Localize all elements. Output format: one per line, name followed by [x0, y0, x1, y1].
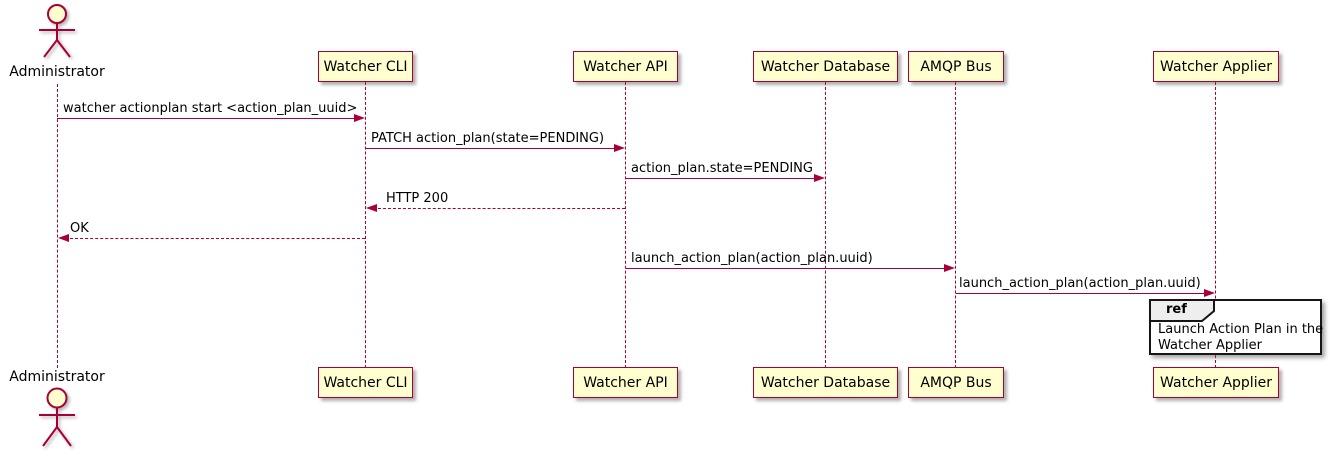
ref-fragment: ref Launch Action Plan in the Watcher Ap… [1149, 299, 1324, 355]
message-label: launch_action_plan(action_plan.uuid) [959, 276, 1201, 291]
actor-label-bottom: Administrator [9, 369, 105, 385]
arrowhead-right-icon [614, 144, 625, 152]
arrowhead-left-icon [58, 234, 69, 242]
arrowhead-right-icon [1204, 289, 1215, 297]
lifeline-administrator [57, 84, 58, 368]
ref-keyword: ref [1166, 302, 1187, 317]
participant-watcher-database-bottom: Watcher Database [753, 367, 898, 398]
participant-amqp-bus-top: AMQP Bus [908, 51, 1004, 82]
ref-text-line: Watcher Applier [1158, 338, 1262, 353]
participant-label: Watcher CLI [323, 374, 408, 391]
participant-watcher-database-top: Watcher Database [753, 51, 898, 82]
arrowhead-right-icon [354, 114, 365, 122]
participant-watcher-cli-top: Watcher CLI [318, 51, 413, 82]
message-line [626, 178, 814, 179]
participant-watcher-applier-top: Watcher Applier [1153, 51, 1279, 82]
participant-watcher-applier-bottom: Watcher Applier [1153, 367, 1279, 398]
ref-header-pentagon-icon [1150, 300, 1215, 322]
participant-label: AMQP Bus [920, 58, 992, 75]
participant-label: AMQP Bus [920, 374, 992, 391]
participant-watcher-api-top: Watcher API [573, 51, 678, 82]
participant-label: Watcher Applier [1160, 58, 1272, 75]
message-label: watcher actionplan start <action_plan_uu… [63, 101, 358, 116]
ref-text-line: Launch Action Plan in the [1158, 322, 1324, 337]
message-label: launch_action_plan(action_plan.uuid) [631, 251, 873, 266]
message-line [70, 238, 365, 239]
lifeline-watcher-api [625, 82, 626, 368]
message-label: PATCH action_plan(state=PENDING) [371, 131, 605, 146]
message-label: HTTP 200 [386, 191, 449, 206]
actor-icon [39, 4, 75, 58]
message-line [626, 268, 944, 269]
actor-icon [39, 387, 75, 447]
lifeline-amqp-bus [955, 82, 956, 368]
participant-watcher-cli-bottom: Watcher CLI [318, 367, 413, 398]
message-line [57, 118, 354, 119]
participant-label: Watcher Database [760, 374, 891, 391]
participant-watcher-api-bottom: Watcher API [573, 367, 678, 398]
arrowhead-right-icon [944, 264, 955, 272]
participant-label: Watcher API [583, 374, 668, 391]
message-line [366, 148, 614, 149]
message-line [956, 293, 1204, 294]
lifeline-watcher-database [825, 82, 826, 368]
message-line [378, 208, 625, 209]
lifeline-watcher-cli [365, 82, 366, 368]
actor-label-top: Administrator [9, 64, 105, 80]
participant-label: Watcher Applier [1160, 374, 1272, 391]
participant-label: Watcher Database [760, 58, 891, 75]
message-label: action_plan.state=PENDING [631, 161, 813, 176]
arrowhead-right-icon [814, 174, 825, 182]
participant-label: Watcher CLI [323, 58, 408, 75]
participant-label: Watcher API [583, 58, 668, 75]
participant-amqp-bus-bottom: AMQP Bus [908, 367, 1004, 398]
lifeline-watcher-applier [1215, 82, 1216, 368]
message-label: OK [70, 221, 89, 236]
arrowhead-left-icon [366, 204, 377, 212]
